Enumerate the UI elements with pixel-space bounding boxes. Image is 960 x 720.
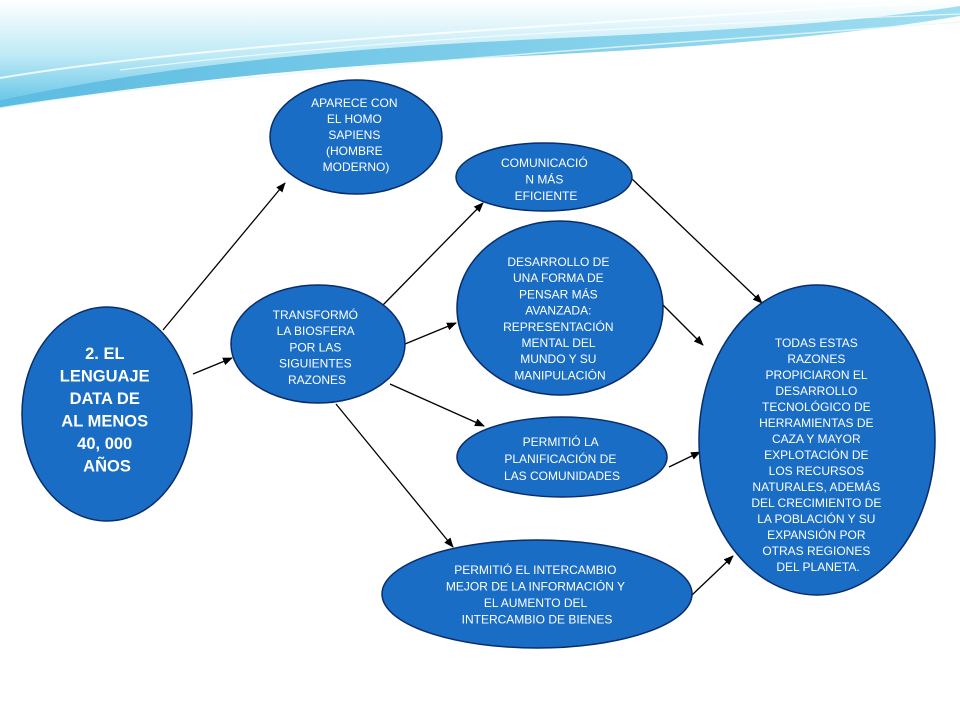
node-line: OTRAS REGIONES — [762, 544, 870, 558]
node-line: TODAS ESTAS — [775, 336, 858, 350]
node-line: LOS RECURSOS — [769, 464, 864, 478]
arrow-intercambio-to-todas — [691, 555, 734, 596]
node-planificacion-text: PERMITIÓ LA PLANIFICACIÓN DE LAS COMUNID… — [504, 434, 620, 483]
node-planificacion: PERMITIÓ LA PLANIFICACIÓN DE LAS COMUNID… — [456, 416, 668, 498]
node-line: DESARROLLO DE — [507, 255, 609, 269]
node-line: MUNDO Y SU — [520, 352, 596, 366]
node-transformo: TRANSFORMÓ LA BIOSFERA POR LAS SIGUIENTE… — [230, 284, 406, 404]
node-line: RAZONES — [288, 373, 346, 387]
node-line: MANIPULACIÓN — [514, 367, 605, 382]
node-line: HERRAMIENTAS DE — [759, 416, 873, 430]
node-line: COMUNICACIÓ — [501, 155, 588, 170]
node-todas-shape — [698, 284, 936, 596]
node-line: NATURALES, ADEMÁS — [752, 479, 880, 494]
node-line: 40, 000 — [77, 435, 132, 453]
node-line: RAZONES — [787, 352, 845, 366]
node-line: AÑOS — [83, 456, 131, 476]
node-line: DEL CRECIMIENTO DE — [751, 496, 881, 510]
node-line: EL HOMO — [327, 112, 382, 126]
node-aparece-text: APARECE CON EL HOMO SAPIENS (HOMBRE MODE… — [311, 96, 401, 174]
node-todas: TODAS ESTAS RAZONES PROPICIARON EL DESAR… — [698, 284, 936, 596]
node-line: EXPANSIÓN POR — [767, 527, 866, 542]
node-line: DEL PLANETA. — [776, 560, 859, 574]
arrow-planificacion-to-todas — [668, 451, 701, 468]
node-line: DESARROLLO — [775, 384, 857, 398]
wave-highlight-line — [119, 13, 960, 71]
node-line: LA POBLACIÓN Y SU — [757, 511, 875, 526]
node-line: 2. EL — [85, 345, 124, 363]
node-line: MENTAL DEL — [522, 336, 596, 350]
node-line: LENGUAJE — [60, 368, 150, 386]
node-intercambio-text: PERMITIÓ EL INTERCAMBIO MEJOR DE LA INFO… — [446, 562, 628, 627]
node-line: EL AUMENTO DEL — [484, 596, 588, 610]
node-line: AL MENOS — [61, 413, 148, 431]
node-planificacion-shape — [456, 416, 668, 498]
node-lenguaje-shape — [21, 306, 193, 522]
node-line: LA BIOSFERA — [277, 324, 355, 338]
node-line: PENSAR MÁS — [519, 286, 598, 301]
node-line: AVANZADA: — [525, 304, 591, 318]
node-line: MODERNO) — [323, 160, 390, 174]
arrow-transformo-to-comunicacion — [382, 202, 484, 306]
node-desarrollo: DESARROLLO DE UNA FORMA DE PENSAR MÁS AV… — [456, 220, 664, 396]
node-comunicacion: COMUNICACIÓ N MÁS EFICIENTE — [455, 142, 633, 212]
node-aparece: APARECE CON EL HOMO SAPIENS (HOMBRE MODE… — [269, 79, 443, 195]
node-line: UNA FORMA DE — [513, 271, 604, 285]
node-line: PERMITIÓ LA — [523, 434, 599, 449]
node-line: REPRESENTACIÓN — [503, 319, 613, 334]
node-line: (HOMBRE — [326, 144, 383, 158]
node-line: SIGUIENTES — [279, 357, 352, 371]
node-line: CAZA Y MAYOR — [772, 432, 861, 446]
node-comunicacion-shape — [455, 142, 633, 212]
node-line: PROPICIARON EL — [766, 368, 868, 382]
arrow-transformo-to-planificacion — [389, 383, 485, 427]
node-line: TECNOLÓGICO DE — [762, 399, 871, 414]
node-line: APARECE CON — [311, 96, 397, 110]
top-wave-decoration — [0, 0, 960, 109]
arrow-comunicacion-to-todas — [630, 177, 763, 304]
node-line: EFICIENTE — [515, 189, 578, 203]
node-transformo-shape — [230, 284, 406, 404]
node-desarrollo-text: DESARROLLO DE UNA FORMA DE PENSAR MÁS AV… — [503, 255, 617, 382]
node-transformo-text: TRANSFORMÓ LA BIOSFERA POR LAS SIGUIENTE… — [273, 307, 362, 387]
node-line: DATA DE — [70, 390, 140, 408]
arrow-transformo-to-desarrollo — [404, 322, 457, 345]
node-line: TRANSFORMÓ — [273, 307, 358, 322]
node-line: SAPIENS — [328, 128, 380, 142]
wave-highlight-line — [0, 21, 960, 109]
node-intercambio: PERMITIÓ EL INTERCAMBIO MEJOR DE LA INFO… — [381, 539, 693, 649]
node-comunicacion-text: COMUNICACIÓ N MÁS EFICIENTE — [501, 155, 591, 203]
arrow-lenguaje-to-transformo — [192, 357, 233, 375]
node-lenguaje-text: 2. EL LENGUAJE DATA DE AL MENOS 40, 000 … — [60, 345, 154, 476]
node-line: POR LAS — [289, 340, 341, 354]
node-line: LAS COMUNIDADES — [504, 469, 620, 483]
arrows — [162, 177, 763, 596]
node-todas-text: TODAS ESTAS RAZONES PROPICIARON EL DESAR… — [751, 336, 884, 574]
node-line: MEJOR DE LA INFORMACIÓN Y — [446, 579, 625, 594]
node-aparece-shape — [269, 79, 443, 195]
wave-highlight-line — [0, 0, 960, 79]
node-lenguaje: 2. EL LENGUAJE DATA DE AL MENOS 40, 000 … — [21, 306, 193, 522]
node-line: INTERCAMBIO DE BIENES — [462, 613, 613, 627]
node-line: N MÁS — [525, 172, 563, 187]
node-line: EXPLOTACIÓN DE — [764, 447, 868, 462]
node-line: PERMITIÓ EL INTERCAMBIO — [454, 562, 616, 577]
wave-light — [0, 0, 960, 100]
node-desarrollo-shape — [456, 220, 664, 396]
node-line: PLANIFICACIÓN DE — [504, 451, 616, 466]
node-intercambio-shape — [381, 539, 693, 649]
arrow-lenguaje-to-aparece — [162, 182, 286, 331]
arrow-desarrollo-to-todas — [662, 304, 704, 346]
arrow-transformo-to-intercambio — [335, 403, 454, 548]
